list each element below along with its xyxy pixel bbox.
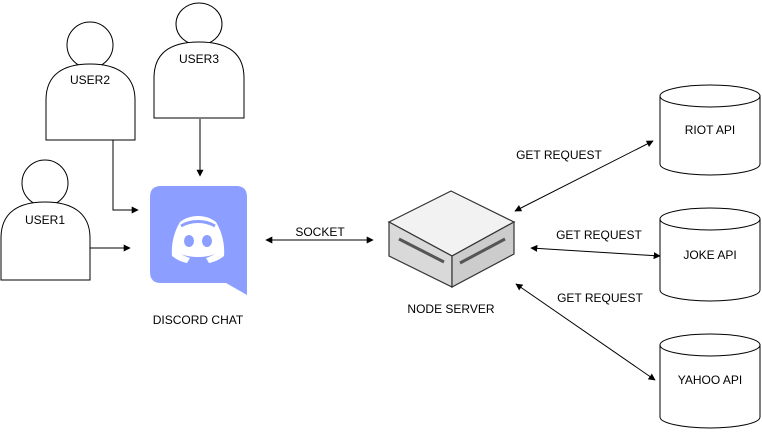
user2-actor: USER2	[45, 21, 136, 141]
yahoo-request-connector	[515, 283, 656, 381]
user1-actor: USER1	[0, 159, 91, 281]
riot-api-label: RIOT API	[685, 123, 735, 137]
discord-chat-label: DISCORD CHAT	[153, 313, 244, 327]
riot-api-cylinder: RIOT API	[659, 84, 761, 176]
node-server-label: NODE SERVER	[407, 302, 494, 316]
yahoo-request-label: GET REQUEST	[557, 291, 643, 305]
joke-api-cylinder: JOKE API	[659, 207, 761, 302]
user3-actor: USER3	[153, 2, 245, 119]
user2-to-discord-arrow	[112, 140, 139, 214]
joke-request-connector	[530, 244, 661, 260]
yahoo-api-label: YAHOO API	[678, 373, 742, 387]
socket-label: SOCKET	[295, 225, 345, 239]
user1-label: USER1	[25, 213, 65, 227]
user2-label: USER2	[70, 73, 110, 87]
discord-logo-icon	[150, 186, 247, 295]
joke-request-label: GET REQUEST	[556, 228, 642, 242]
node-server-icon	[387, 190, 516, 288]
riot-request-label: GET REQUEST	[516, 148, 602, 162]
user3-label: USER3	[179, 52, 219, 66]
joke-api-label: JOKE API	[683, 248, 736, 262]
riot-request-connector	[514, 140, 654, 212]
yahoo-api-cylinder: YAHOO API	[659, 333, 761, 429]
